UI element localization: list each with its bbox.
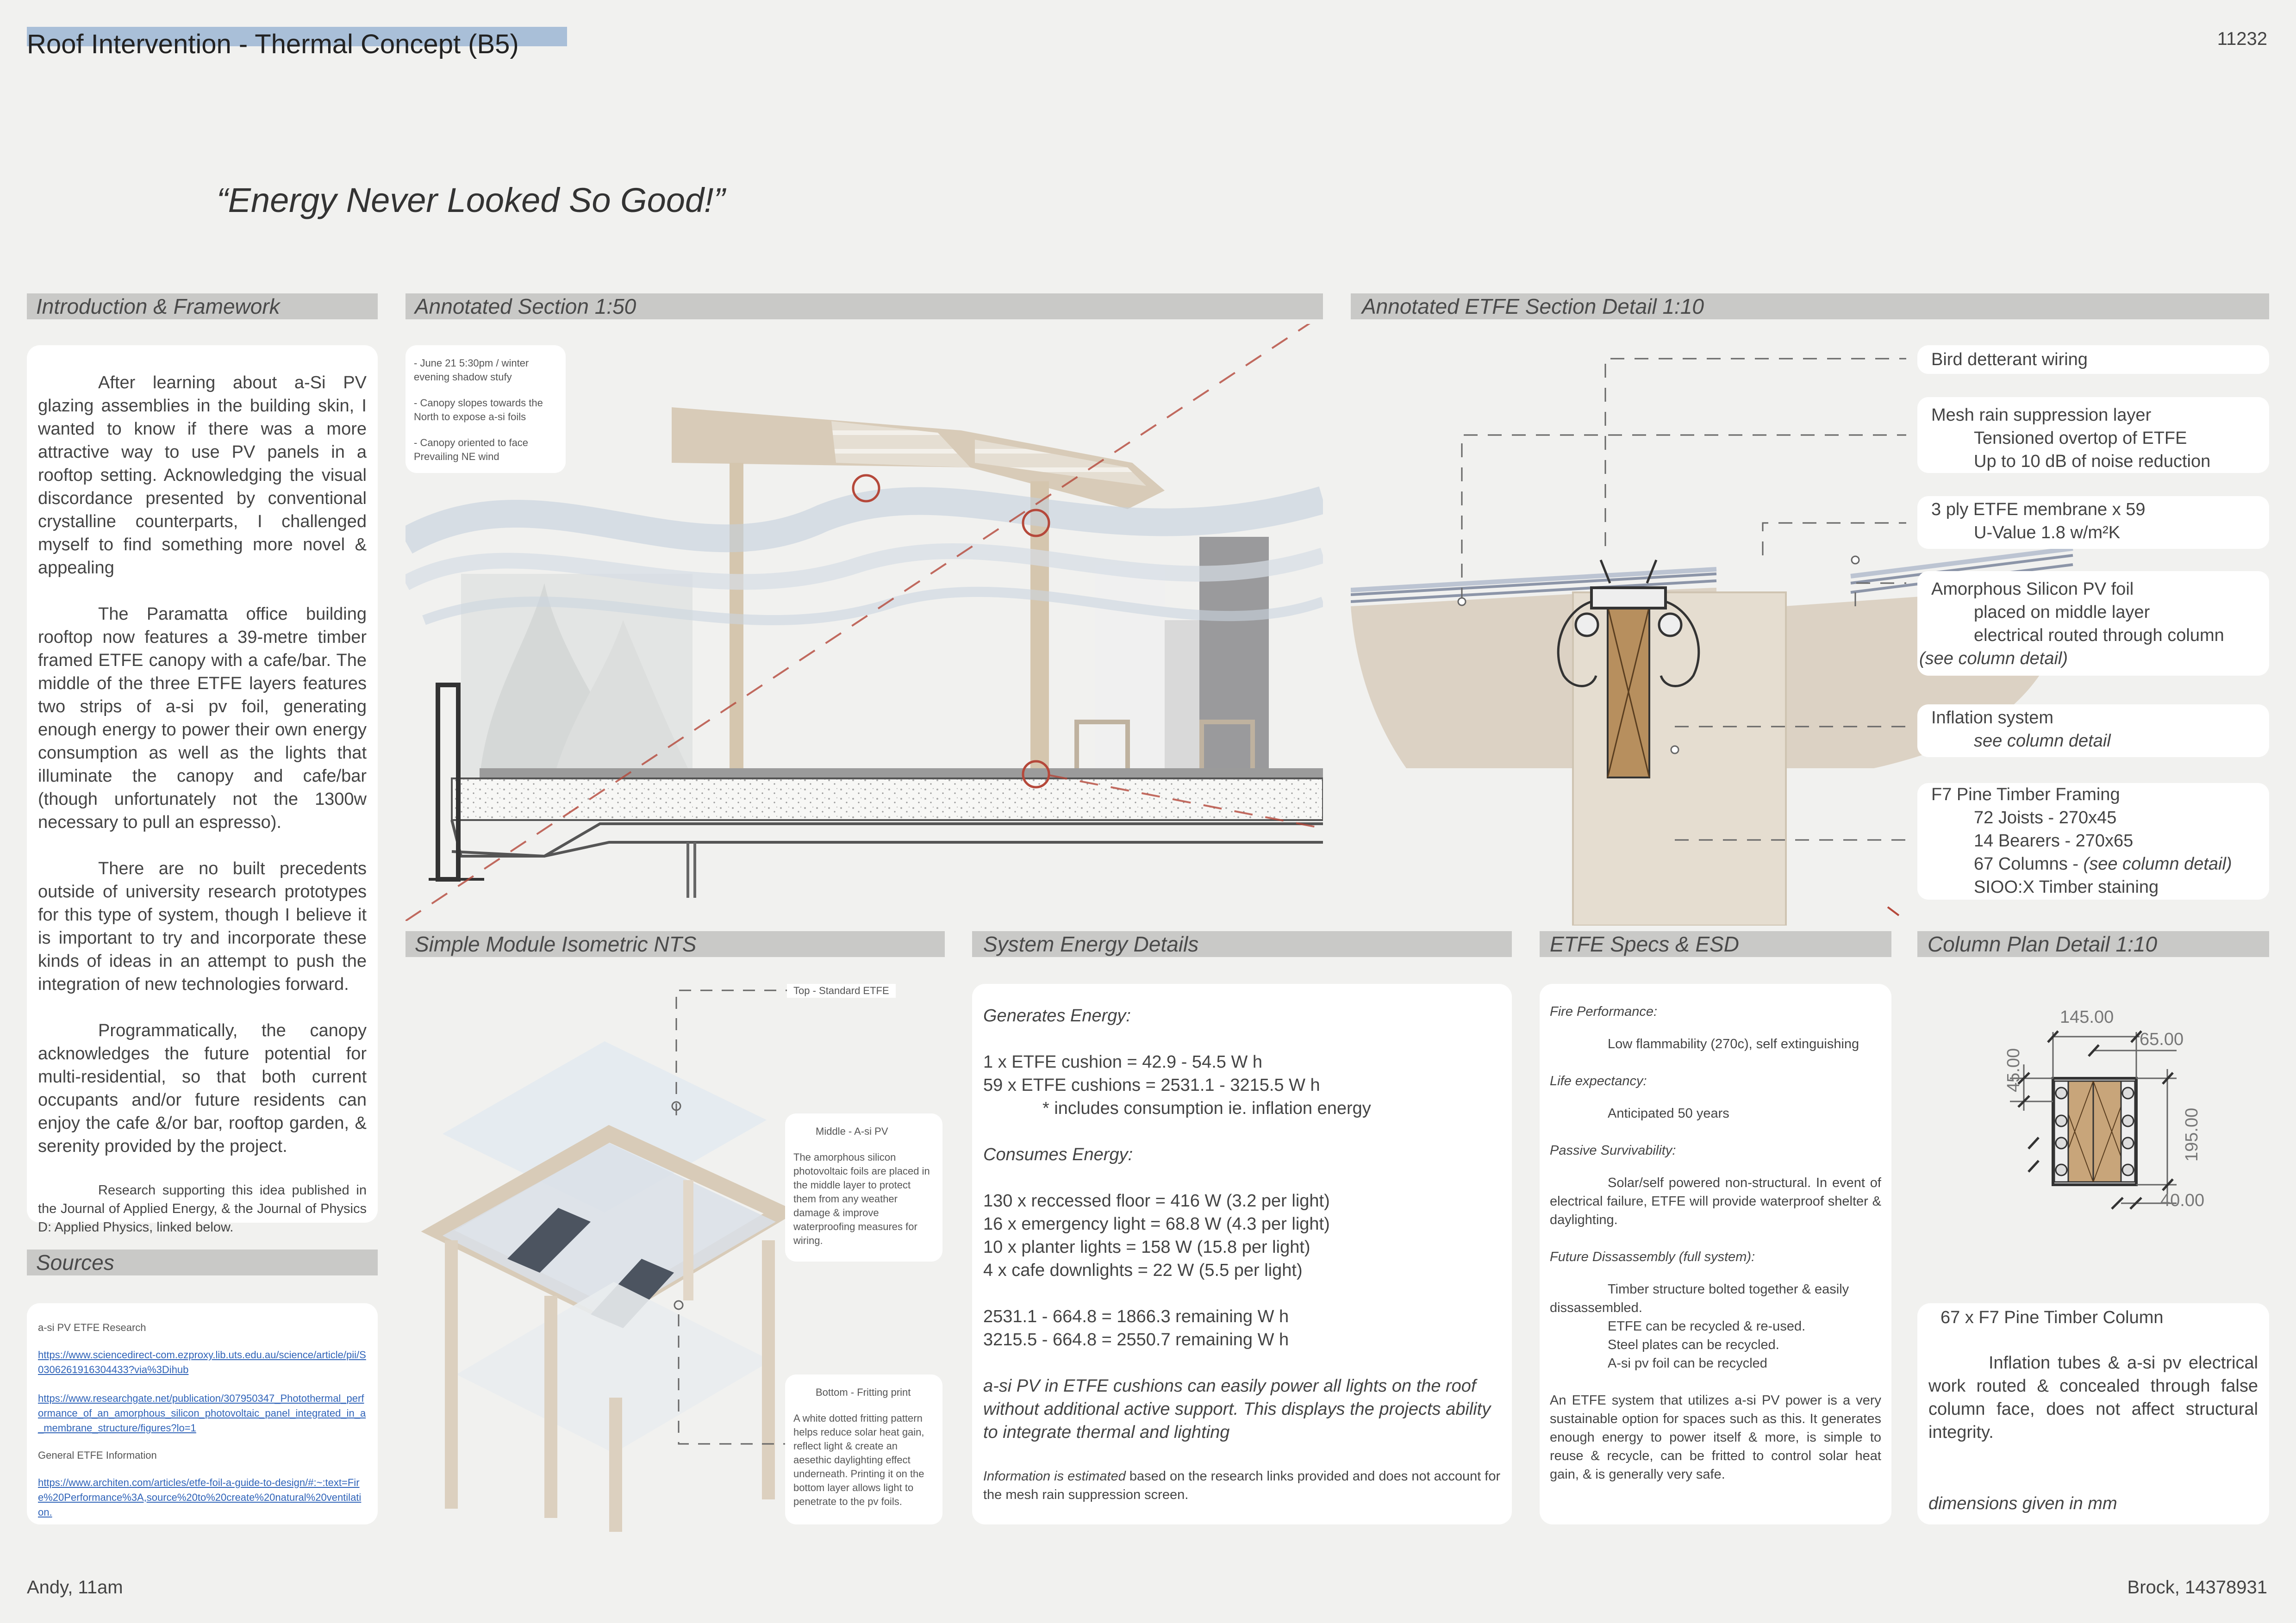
energy-con-cafe: 4 x cafe downlights = 22 W (5.5 per ligh… [983, 1261, 1303, 1280]
specs-heading: ETFE Specs & ESD [1540, 931, 1891, 957]
iso-note-bottom: Bottom - Fritting print A white dotted f… [785, 1374, 942, 1524]
spec-summary: An ETFE system that utilizes a-si PV pow… [1550, 1393, 1881, 1482]
detail-marker-1 [852, 474, 880, 503]
iso-label-top: Top - Standard ETFE [787, 984, 896, 998]
dim-face: 45.00 [2004, 1048, 2023, 1092]
section-note-slope: - Canopy slopes towards the North to exp… [414, 397, 543, 423]
label-inflation-system: Inflation system see column detail [1917, 704, 2269, 757]
section-note-shadow: - June 21 5:30pm / winter evening shadow… [414, 357, 529, 383]
spec-future-1: Timber structure bolted together & easil… [1550, 1282, 1849, 1315]
label-pv-foil: Amorphous Silicon PV foil placed on midd… [1917, 571, 2269, 676]
energy-con-planter: 10 x planter lights = 158 W (15.8 per li… [983, 1237, 1310, 1257]
sheet-title: Roof Intervention - Thermal Concept (B5) [27, 29, 519, 59]
dim-half-width: 65.00 [2140, 1030, 2184, 1049]
energy-consumes-label: Consumes Energy: [983, 1145, 1133, 1164]
source-link-architen[interactable]: https://www.architen.com/articles/etfe-f… [38, 1477, 362, 1518]
intro-paragraph-5: Research supporting this idea published … [38, 1183, 367, 1235]
spec-passive: Solar/self powered non-structural. In ev… [1550, 1175, 1881, 1227]
energy-footnote: Information is estimated based on the re… [983, 1469, 1501, 1502]
spec-life: Anticipated 50 years [1608, 1106, 1729, 1121]
label-timber-framing: F7 Pine Timber Framing 72 Joists - 270x4… [1917, 783, 2269, 900]
dim-depth: 195.00 [2182, 1108, 2202, 1162]
spec-future-label: Future Dissassembly (full system): [1550, 1250, 1755, 1264]
column-card: 67 x F7 Pine Timber Column Inflation tub… [1917, 1303, 2269, 1524]
column-title: 67 x F7 Pine Timber Column [1940, 1308, 2164, 1327]
spec-future-4: A-si pv foil can be recycled [1608, 1356, 1767, 1371]
column-shaft [1573, 592, 1786, 926]
detail-marker-2 [1022, 509, 1050, 537]
energy-generates-label: Generates Energy: [983, 1006, 1131, 1026]
sources-card: a-si PV ETFE Research https://www.scienc… [27, 1303, 378, 1524]
detail-heading: Annotated ETFE Section Detail 1:10 [1351, 293, 2269, 319]
sources-heading: Sources [27, 1250, 378, 1275]
sheet-number: 11232 [2217, 29, 2267, 49]
section-drawing [406, 324, 1323, 921]
wind-stream [406, 486, 1323, 554]
specs-card: Fire Performance: Low flammability (270c… [1540, 984, 1891, 1524]
tagline: “Energy Never Looked So Good!” [217, 181, 725, 219]
detail-marker-3 [1022, 760, 1050, 789]
sources-group-pv: a-si PV ETFE Research [38, 1322, 146, 1333]
dim-offset: 40.00 [2160, 1191, 2204, 1210]
bottom-fritted-layer [456, 1282, 771, 1453]
energy-con-floor: 130 x reccessed floor = 416 W (3.2 per l… [983, 1191, 1330, 1211]
energy-gen-note: * includes consumption ie. inflation ene… [1042, 1099, 1371, 1118]
energy-heading: System Energy Details [972, 931, 1512, 957]
intro-paragraph-4: Programmatically, the canopy acknowledge… [38, 1021, 367, 1156]
label-etfe-membrane: 3 ply ETFE membrane x 59 U-Value 1.8 w/m… [1917, 496, 2269, 549]
top-etfe-layer [443, 1041, 767, 1213]
energy-conclusion: a-si PV in ETFE cushions can easily powe… [983, 1376, 1491, 1442]
column-heading: Column Plan Detail 1:10 [1917, 931, 2269, 957]
spec-passive-label: Passive Survivability: [1550, 1143, 1676, 1158]
spec-fire-label: Fire Performance: [1550, 1004, 1658, 1019]
label-mesh-layer: Mesh rain suppression layer Tensioned ov… [1917, 397, 2269, 473]
dim-width: 145.00 [2060, 1007, 2114, 1027]
section-heading: Annotated Section 1:50 [406, 293, 1323, 319]
source-link-researchgate[interactable]: https://www.researchgate.net/publication… [38, 1393, 366, 1434]
column-body: Inflation tubes & a-si pv electrical wor… [1928, 1353, 2258, 1442]
energy-remaining-low: 2531.1 - 664.8 = 1866.3 remaining W h [983, 1307, 1289, 1326]
sources-group-etfe: General ETFE Information [38, 1449, 157, 1461]
column-units: dimensions given in mm [1928, 1494, 2117, 1513]
intro-card: After learning about a-Si PV glazing ass… [27, 345, 378, 1235]
isometric-drawing [421, 989, 813, 1532]
energy-gen-single: 1 x ETFE cushion = 42.9 - 54.5 W h [983, 1052, 1263, 1072]
intro-paragraph-1: After learning about a-Si PV glazing ass… [38, 373, 367, 578]
steel-bracket [1590, 586, 1667, 609]
iso-heading: Simple Module Isometric NTS [406, 931, 945, 957]
footer-right: Brock, 14378931 [2127, 1577, 2267, 1598]
footer-left: Andy, 11am [27, 1577, 123, 1598]
source-link-sciencedirect[interactable]: https://www.sciencedirect-com.ezproxy.li… [38, 1349, 366, 1375]
iso-note-middle: Middle - A-si PV The amorphous silicon p… [785, 1113, 942, 1262]
spec-future-3: Steel plates can be recycled. [1608, 1337, 1779, 1352]
deck [480, 768, 1323, 778]
section-notes: - June 21 5:30pm / winter evening shadow… [406, 345, 566, 473]
title-highlight [27, 27, 567, 46]
etfe-detail-drawing [1351, 358, 2073, 926]
intro-paragraph-3: There are no built precedents outside of… [38, 859, 367, 994]
energy-gen-total: 59 x ETFE cushions = 2531.1 - 3215.5 W h [983, 1076, 1320, 1095]
energy-remaining-high: 3215.5 - 664.8 = 2550.7 remaining W h [983, 1330, 1289, 1349]
section-note-wind: - Canopy oriented to face Prevailing NE … [414, 437, 529, 462]
pv-strip-1 [507, 1208, 591, 1273]
spec-future-2: ETFE can be recycled & re-used. [1608, 1319, 1806, 1334]
energy-card: Generates Energy: 1 x ETFE cushion = 42.… [972, 984, 1512, 1524]
column-plan-drawing: 145.00 65.00 45.00 195.00 40.00 [2004, 1007, 2204, 1210]
label-bird-deterrent: Bird detterant wiring [1917, 345, 2269, 374]
intro-paragraph-2: The Paramatta office building rooftop no… [38, 604, 367, 832]
spec-fire: Low flammability (270c), self extinguish… [1608, 1037, 1859, 1051]
energy-con-emergency: 16 x emergency light = 68.8 W (4.3 per l… [983, 1214, 1330, 1234]
roof-slab [451, 777, 1323, 821]
intro-heading: Introduction & Framework [27, 293, 378, 319]
spec-life-label: Life expectancy: [1550, 1074, 1647, 1088]
